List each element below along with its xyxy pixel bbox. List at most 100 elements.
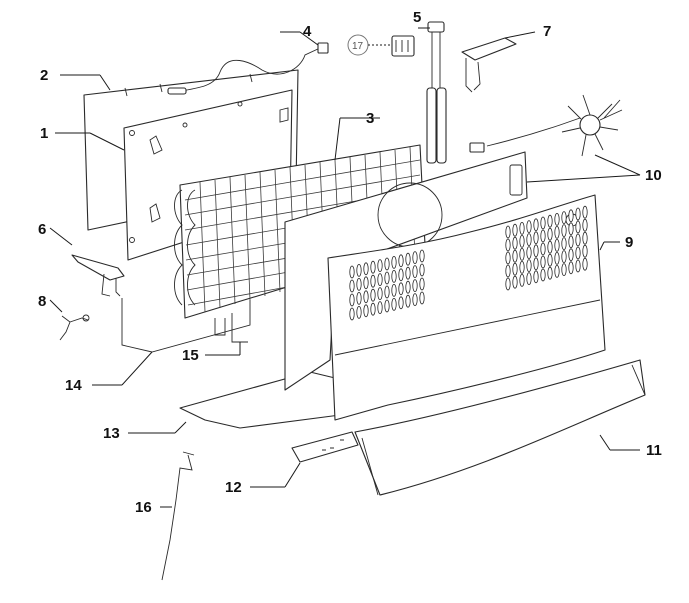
part-6-bracket <box>71 254 125 281</box>
vent-slot <box>363 304 369 318</box>
vent-slot <box>582 257 588 271</box>
vent-slot <box>370 302 376 316</box>
vent-slot <box>526 233 532 247</box>
part-7-hinge-bracket <box>461 37 517 61</box>
callout-6: 6 <box>38 221 46 238</box>
vent-slot <box>561 237 567 251</box>
vent-slot <box>582 205 588 219</box>
vent-slot <box>568 222 574 236</box>
callout-9: 9 <box>625 234 633 251</box>
vent-slot <box>405 294 411 308</box>
vent-slot <box>377 273 383 287</box>
part-16-rod <box>161 454 193 581</box>
part-11-bottom-flap <box>354 359 646 496</box>
vent-slot <box>391 269 397 283</box>
vent-slot <box>575 259 581 273</box>
vent-slot <box>505 264 511 278</box>
vent-slot <box>526 272 532 286</box>
callout-8: 8 <box>38 293 46 310</box>
vent-slot <box>568 261 574 275</box>
vent-slot <box>412 265 418 279</box>
vent-slot <box>540 268 546 282</box>
vent-slot <box>575 220 581 234</box>
vent-slot <box>405 280 411 294</box>
vent-slot <box>512 236 518 250</box>
vent-slot <box>370 274 376 288</box>
vent-slot <box>533 257 539 271</box>
vent-slot <box>568 248 574 262</box>
vent-slot <box>405 266 411 280</box>
vent-slot <box>505 238 511 252</box>
vent-slot <box>363 276 369 290</box>
callout-1: 1 <box>40 125 48 142</box>
callout-14: 14 <box>65 377 82 394</box>
vent-slot <box>512 223 518 237</box>
vent-slot <box>554 251 560 265</box>
vent-slot <box>547 214 553 228</box>
callout-11: 11 <box>646 442 662 459</box>
vent-slot <box>540 229 546 243</box>
vent-slot <box>398 282 404 296</box>
vent-slot <box>377 259 383 273</box>
vent-slot <box>505 251 511 265</box>
callout-10: 10 <box>645 167 662 184</box>
vent-slot <box>391 283 397 297</box>
vent-slot <box>384 285 390 299</box>
vent-slot <box>519 260 525 274</box>
callout-5: 5 <box>413 9 421 26</box>
vent-slot <box>370 288 376 302</box>
part-10-fan-assembly <box>469 94 623 157</box>
vent-slot <box>561 263 567 277</box>
vent-slot <box>356 277 362 291</box>
vent-slot <box>505 277 511 291</box>
vent-slot <box>519 234 525 248</box>
vent-slot <box>526 220 532 234</box>
vent-slot <box>568 235 574 249</box>
vent-slot <box>561 224 567 238</box>
vent-slot <box>547 227 553 241</box>
vent-slot <box>547 240 553 254</box>
vent-slot <box>554 238 560 252</box>
vent-slot <box>349 279 355 293</box>
vent-slot <box>512 262 518 276</box>
vent-slot <box>540 255 546 269</box>
vent-slot <box>519 273 525 287</box>
vent-slot <box>356 305 362 319</box>
part-8-clip <box>59 315 89 341</box>
vent-slot <box>398 296 404 310</box>
vent-slot <box>398 254 404 268</box>
vent-slot <box>533 244 539 258</box>
vent-slot <box>370 260 376 274</box>
vent-slot <box>356 291 362 305</box>
vent-slot <box>582 244 588 258</box>
vent-slot <box>582 231 588 245</box>
vent-slot <box>419 291 425 305</box>
part-4-sensor-cable <box>174 47 321 93</box>
callout-16: 16 <box>135 499 152 516</box>
vent-slot <box>540 242 546 256</box>
vent-slot <box>512 249 518 263</box>
leader-lines <box>49 27 641 508</box>
vent-slot <box>519 247 525 261</box>
vent-slot <box>505 225 511 239</box>
vent-slot <box>384 257 390 271</box>
part-17-component <box>391 35 415 57</box>
part-5-thermostat <box>426 21 447 164</box>
vent-slot <box>561 250 567 264</box>
vent-slot <box>533 218 539 232</box>
callout-15: 15 <box>182 347 199 364</box>
part-13-floor-plate <box>179 371 341 429</box>
callout-13: 13 <box>103 425 120 442</box>
vent-slot <box>349 293 355 307</box>
vent-slot <box>568 209 574 223</box>
vent-slot <box>377 301 383 315</box>
vent-slot <box>391 297 397 311</box>
vent-slot <box>519 221 525 235</box>
vent-slot <box>582 218 588 232</box>
vent-slot <box>363 262 369 276</box>
vent-slot <box>561 211 567 225</box>
vent-slot <box>384 299 390 313</box>
vent-slot <box>363 290 369 304</box>
vent-slot <box>412 251 418 265</box>
